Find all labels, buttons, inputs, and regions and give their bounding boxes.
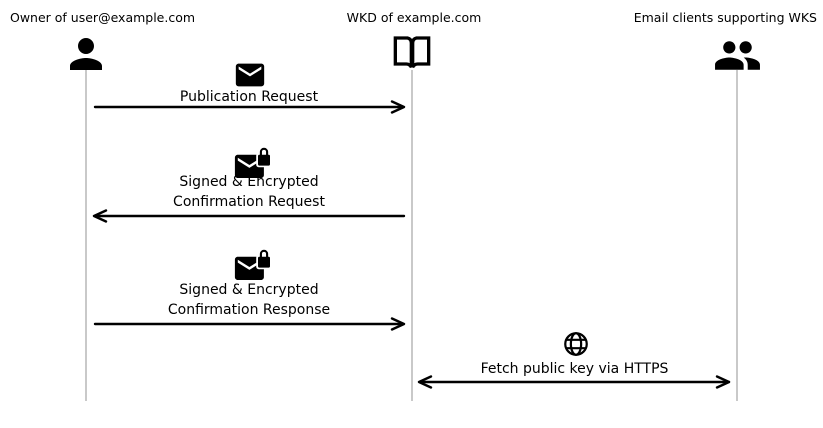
lifeline-clients [736, 70, 738, 401]
message-text: Signed & Encrypted [179, 174, 319, 190]
actor-label-wkd: WKD of example.com [346, 10, 482, 25]
message-text: Confirmation Response [167, 302, 331, 318]
person-icon [70, 38, 102, 70]
lifeline-wkd [411, 70, 413, 401]
message-arrow-both [417, 375, 731, 389]
actor-label-owner: Owner of user@example.com [10, 10, 196, 25]
message-label: Signed & Encrypted Confirmation Response [86, 280, 412, 320]
people-icon [715, 41, 760, 70]
envelope-lock-icon [234, 145, 272, 178]
message-arrow-left [92, 209, 406, 223]
message-arrow-right [93, 317, 406, 331]
lifeline-owner [85, 70, 87, 401]
message-text: Fetch public key via HTTPS [480, 361, 669, 377]
message-label: Signed & Encrypted Confirmation Request [86, 172, 412, 212]
actor-label-clients: Email clients supporting WKS [633, 10, 817, 25]
open-book-icon [393, 36, 431, 69]
message-text: Confirmation Request [173, 194, 325, 210]
envelope-icon [235, 63, 265, 87]
message-label: Publication Request [86, 87, 412, 107]
message-text: Publication Request [179, 89, 319, 105]
message-label: Fetch public key via HTTPS [412, 359, 737, 379]
message-text: Signed & Encrypted [179, 282, 319, 298]
envelope-lock-icon [234, 247, 272, 280]
globe-icon [564, 332, 588, 356]
message-arrow-right [93, 100, 406, 114]
